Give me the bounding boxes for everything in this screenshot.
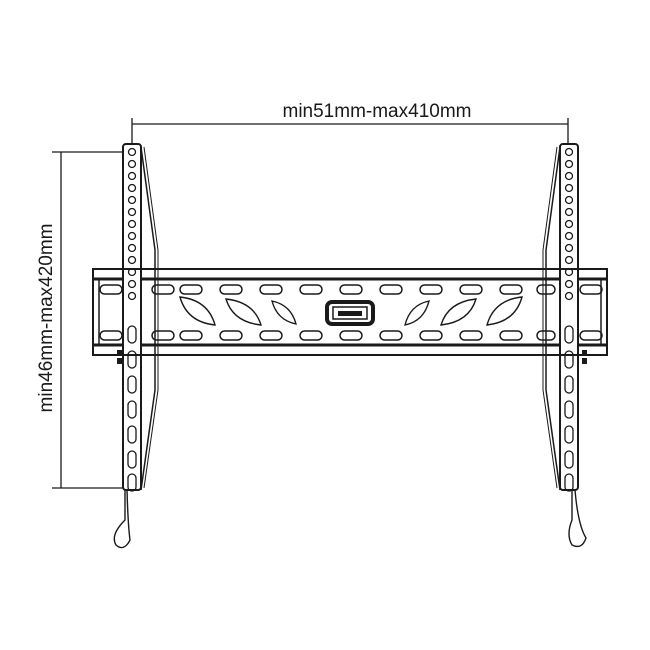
horizontal-dimension-label: min51mm-max410mm (283, 101, 472, 122)
right-arm-round-holes (564, 147, 574, 301)
left-arm-slots (127, 325, 137, 492)
rail-leaf-cutouts-left (179, 296, 297, 326)
right-pull-cord (568, 489, 587, 548)
rail-leaf-cutouts-right (404, 296, 523, 326)
horizontal-dimension: min51mm-max410mm (131, 101, 569, 150)
rail-top-slots (99, 284, 603, 295)
left-arm-round-holes (127, 147, 137, 301)
rail-bottom-slots (99, 330, 603, 341)
right-arm-slots (564, 325, 574, 492)
left-pull-cord (113, 489, 131, 549)
bubble-level (325, 300, 375, 326)
vertical-dimension-label: min46mm-max420mm (36, 224, 57, 413)
vertical-dimension: min46mm-max420mm (36, 151, 130, 489)
wall-rail (92, 268, 608, 364)
